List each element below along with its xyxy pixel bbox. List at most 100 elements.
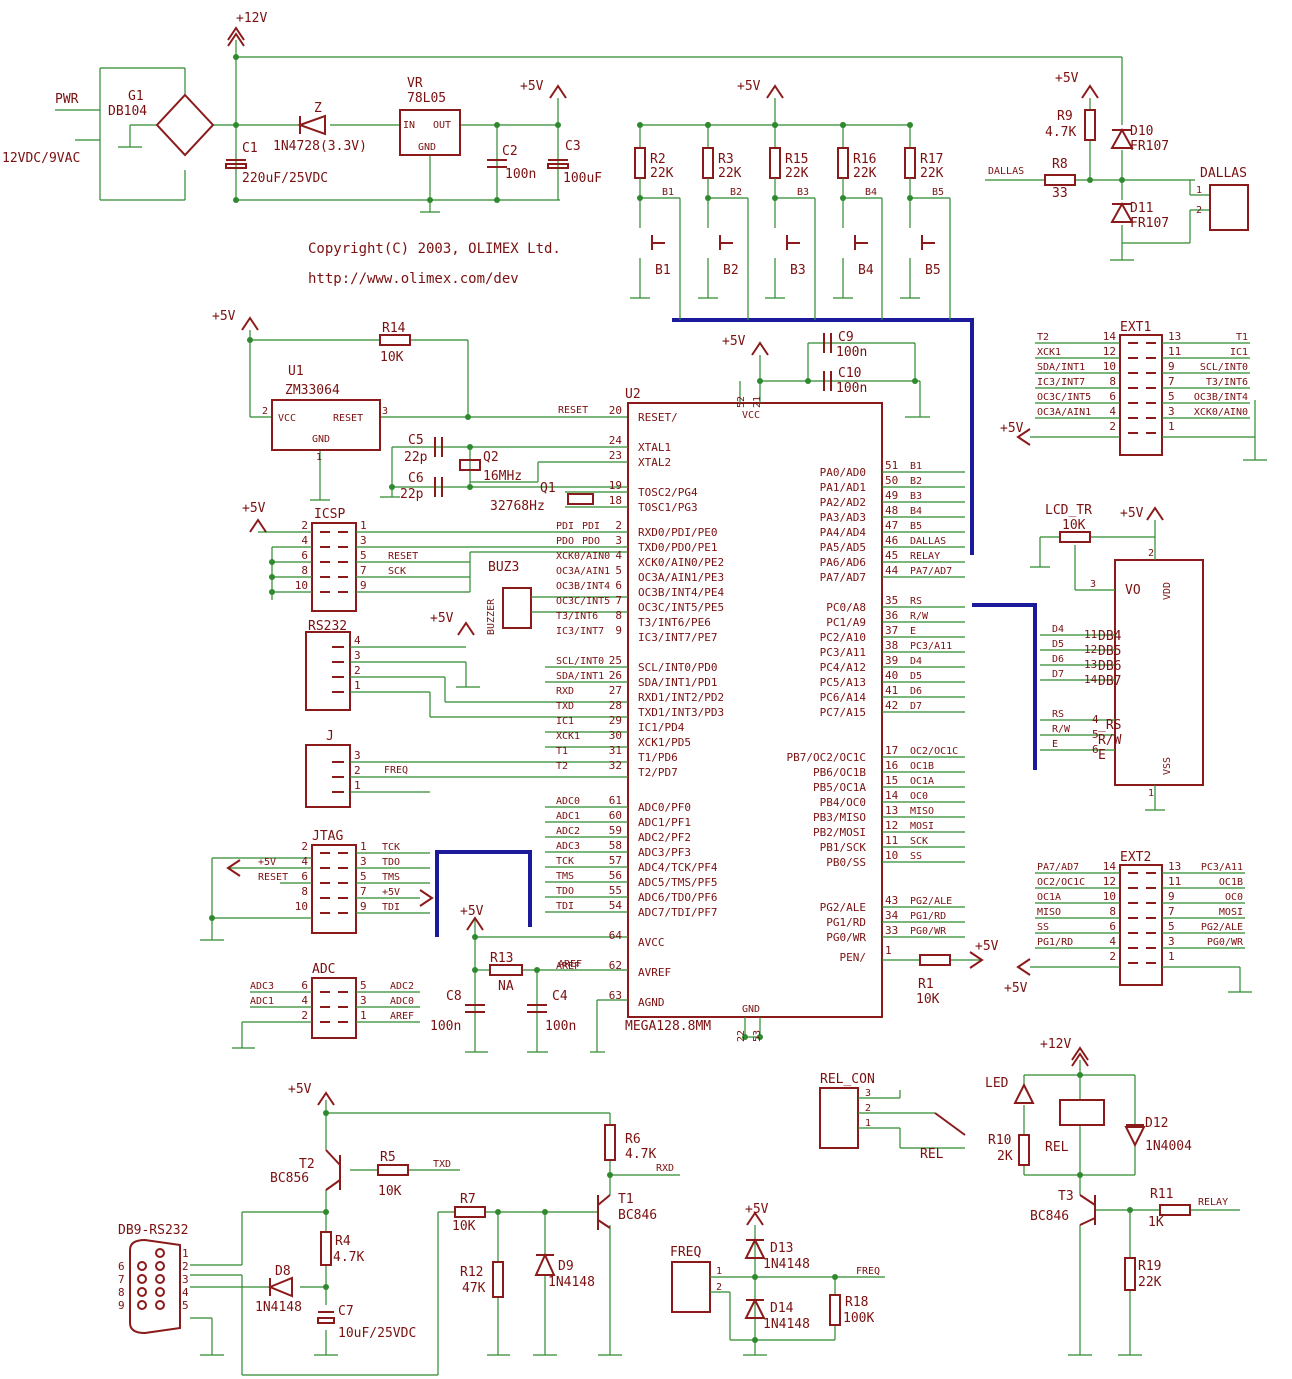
- junction-dot: [233, 122, 239, 128]
- button-net-label: B1: [662, 187, 674, 198]
- r18-name: R18: [845, 1295, 868, 1310]
- mcu-part: MEGA128.8MM: [625, 1019, 711, 1034]
- mcu-left-pin-number: 62: [609, 959, 622, 972]
- r7-value: 10K: [452, 1219, 476, 1234]
- mcu-right-net-label: PG2/ALE: [910, 896, 952, 907]
- junction-dot: [840, 122, 846, 128]
- mcu-left-pin-label: TXD1/INT3/PD3: [638, 706, 724, 719]
- junction-dot: [494, 197, 500, 203]
- junction-dot: [465, 414, 471, 420]
- mcu-right-net-label: B2: [910, 476, 922, 487]
- button-resistor-value: 22K: [785, 166, 809, 181]
- junction-dot: [247, 337, 253, 343]
- c5-name: C5: [408, 433, 424, 448]
- button-resistor-name: R15: [785, 152, 808, 167]
- lcd-trim-value: 10K: [1062, 518, 1086, 533]
- mcu-left-pin-number: 30: [609, 729, 622, 742]
- url-text: http://www.olimex.com/dev: [308, 271, 519, 287]
- rs232-pin-number: 1: [354, 679, 361, 692]
- c9-value: 100n: [836, 345, 867, 360]
- r8-name: R8: [1052, 157, 1068, 172]
- adc-left-net-label: ADC3: [250, 981, 274, 992]
- ext2-name: EXT2: [1120, 850, 1151, 865]
- mcu-left-pin-number: 64: [609, 929, 623, 942]
- ext2-right-pin-number: 11: [1168, 875, 1181, 888]
- icsp-left-pin-number: 4: [301, 534, 308, 547]
- c3-name: C3: [565, 139, 581, 154]
- mcu-left-net-label: SDA/INT1: [556, 671, 604, 682]
- lcd-ctrl-pin: 4: [1092, 713, 1099, 726]
- d14-name: D14: [770, 1301, 794, 1316]
- db9-pin: [137, 1274, 147, 1284]
- mcu-left-pin-label: T1/PD6: [638, 751, 678, 764]
- r4-name: R4: [335, 1234, 351, 1249]
- mcu-left-pin-label: RXD1/INT2/PD2: [638, 691, 724, 704]
- mcu-right-pin-label: PB3/MISO: [813, 811, 866, 824]
- c7-name: C7: [338, 1304, 354, 1319]
- rail-5v-label-buz: +5V: [430, 611, 454, 626]
- rs232-pin-number: 4: [354, 634, 361, 647]
- jtag-right-net-label: TCK: [382, 842, 400, 853]
- r13-value: NA: [498, 979, 514, 994]
- ext2-left-pin-number: 4: [1109, 935, 1116, 948]
- rail-5v-label-ext1: +5V: [1000, 421, 1024, 436]
- db9-pin: [137, 1300, 147, 1310]
- mcu-right-pin-number: 15: [885, 774, 898, 787]
- vr-name: VR: [407, 76, 423, 91]
- junction-dot: [472, 967, 478, 973]
- mcu-right-pin-number: 33: [885, 924, 898, 937]
- ext1-left-net-label: XCK1: [1037, 347, 1061, 358]
- mcu-right-pin-number: 39: [885, 654, 898, 667]
- ext2-left-net-label: MISO: [1037, 907, 1061, 918]
- mcu-left-pin-number: 32: [609, 759, 622, 772]
- mcu-left-net-label: T1: [556, 746, 568, 757]
- junction-dot: [467, 444, 473, 450]
- lcd-data-label: DB4: [1098, 629, 1122, 644]
- button-name: B1: [655, 263, 671, 278]
- rail-5v-label-pen: +5V: [975, 939, 999, 954]
- vr-value: 78L05: [407, 91, 446, 106]
- button-net-label: B4: [865, 187, 877, 198]
- d14-value: 1N4148: [763, 1317, 810, 1332]
- mcu-left-pin-number: 54: [609, 899, 623, 912]
- mcu-left-net-label: T3/INT6: [556, 611, 598, 622]
- mcu-right-net-label: D5: [910, 671, 922, 682]
- mcu-left-pin-label: RXD0/PDI/PE0: [638, 526, 717, 539]
- icsp-right-pin-number: 7: [360, 564, 367, 577]
- lcd-data-label: DB7: [1098, 674, 1121, 689]
- rs232-name: RS232: [308, 619, 347, 634]
- mcu-right-pin-number: 37: [885, 624, 898, 637]
- mcu-right-pin-number: 10: [885, 849, 898, 862]
- junction-dot: [832, 1274, 838, 1280]
- jtag-right-net-label: TDO: [382, 857, 400, 868]
- j-pin-number: 2: [354, 764, 361, 777]
- t2-value: BC856: [270, 1171, 309, 1186]
- mcu-left-net-label: PDI: [556, 521, 574, 532]
- mcu-left-pin-number: 2: [615, 519, 622, 532]
- u1-gnd: GND: [312, 434, 330, 445]
- r14-value: 10K: [380, 350, 404, 365]
- mcu-right-pin-number: 34: [885, 909, 899, 922]
- mcu-right-net-label: SS: [910, 851, 922, 862]
- db9-pin: [155, 1287, 165, 1297]
- button-resistor-name: R3: [718, 152, 734, 167]
- mcu-right-net-label: OC1B: [910, 761, 934, 772]
- r11-value: 1K: [1148, 1215, 1164, 1230]
- mcu-right-pin-label: PEN/: [840, 951, 867, 964]
- db9-pin-number: 8: [118, 1286, 125, 1299]
- lcd-vo: VO: [1125, 583, 1141, 598]
- db9-pin: [155, 1261, 165, 1271]
- mcu-left-net-label: TDI: [556, 901, 574, 912]
- mcu-left-pin-label: AVREF: [638, 966, 671, 979]
- u1-pin3: 3: [382, 406, 388, 417]
- button-name: B5: [925, 263, 941, 278]
- button-net-label: B3: [797, 187, 809, 198]
- junction-dot: [742, 1034, 748, 1040]
- junction-dot: [269, 574, 275, 580]
- rail-5v-label-icsp: +5V: [242, 501, 266, 516]
- mcu-right-pin-number: 36: [885, 609, 898, 622]
- mcu-left-pin-number: 5: [615, 564, 622, 577]
- d11-name: D11: [1130, 201, 1153, 216]
- mcu-left-net-label: SCL/INT0: [556, 656, 604, 667]
- lcd-data-pin: 13: [1084, 658, 1097, 671]
